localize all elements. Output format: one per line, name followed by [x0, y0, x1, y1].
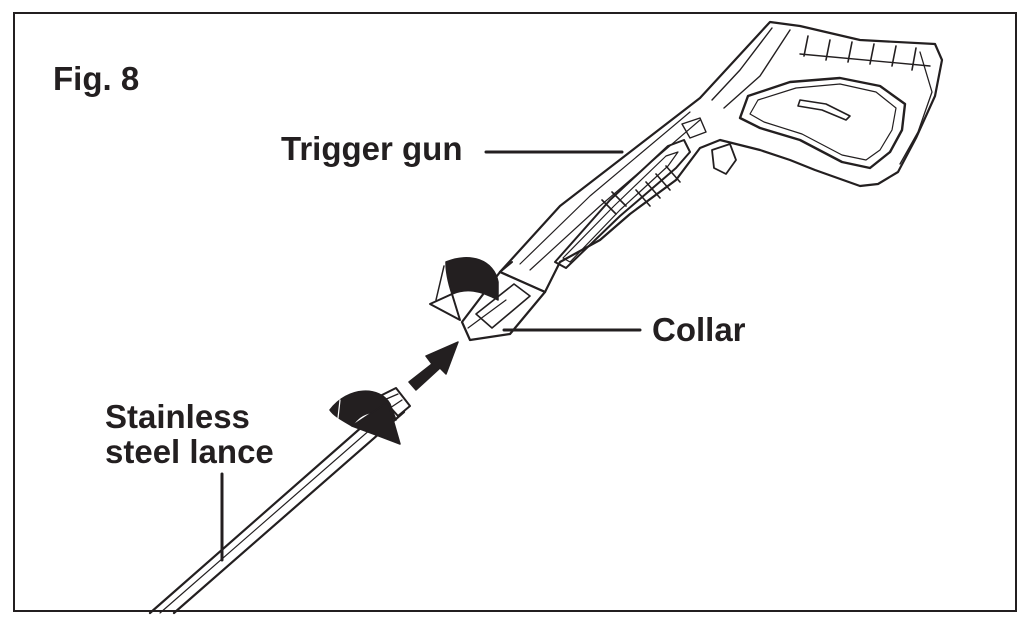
- collar-rotation-arrow: [429, 257, 499, 321]
- lance-rotation-arrow: [329, 390, 401, 445]
- lance-label-line1: Stainless: [105, 398, 250, 435]
- lance-drawing: [148, 387, 411, 615]
- collar-label: Collar: [652, 311, 746, 348]
- figure-title: Fig. 8: [53, 60, 140, 97]
- insert-arrow: [408, 341, 459, 391]
- trigger-gun-drawing: [460, 20, 944, 342]
- trigger-gun-label: Trigger gun: [281, 130, 463, 167]
- lance-label-line2: steel lance: [105, 433, 274, 470]
